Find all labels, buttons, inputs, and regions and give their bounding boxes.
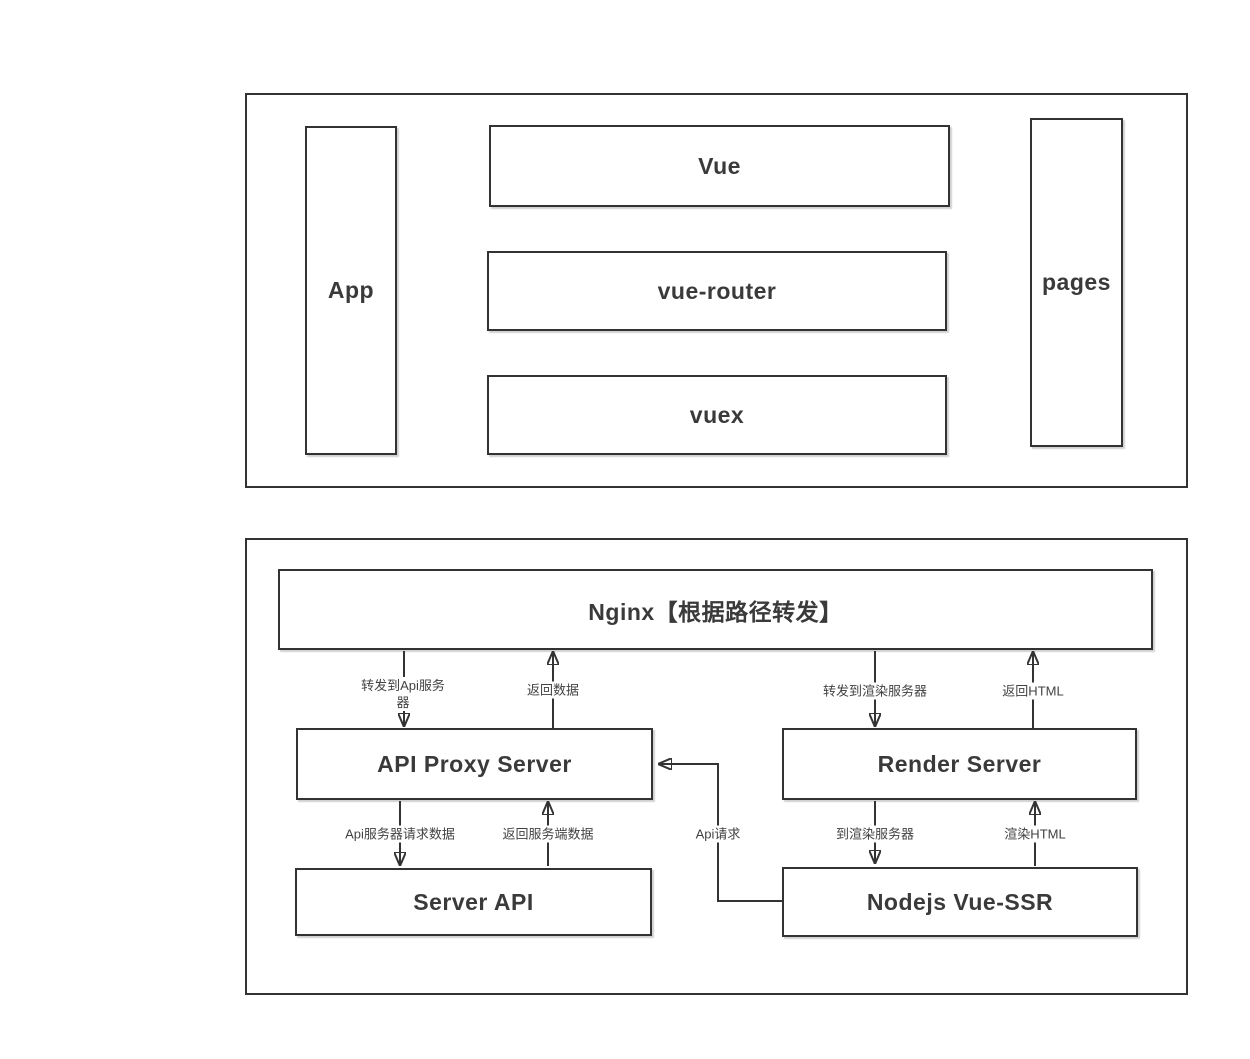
vue-box: Vue xyxy=(489,125,950,207)
label-to-render-server: 到渲染服务器 xyxy=(833,825,917,843)
pages-box: pages xyxy=(1030,118,1123,447)
label-api-request: Api请求 xyxy=(693,825,743,843)
vue-box-label: Vue xyxy=(698,152,741,179)
label-forward-to-api: 转发到Api服务器 xyxy=(357,677,449,711)
label-forward-to-render: 转发到渲染服务器 xyxy=(820,682,930,700)
label-api-server-request-data: Api服务器请求数据 xyxy=(343,825,457,843)
render-server-box: Render Server xyxy=(782,728,1137,800)
api-proxy-server-label: API Proxy Server xyxy=(377,750,572,777)
pages-box-label: pages xyxy=(1042,269,1111,295)
label-return-data: 返回数据 xyxy=(524,681,582,699)
app-box-label: App xyxy=(327,277,375,303)
nodejs-vue-ssr-box: Nodejs Vue-SSR xyxy=(782,867,1138,937)
render-server-label: Render Server xyxy=(877,750,1042,777)
vuex-box-label: vuex xyxy=(689,401,745,428)
app-box: App xyxy=(305,126,397,455)
label-return-html: 返回HTML xyxy=(1000,682,1066,700)
vue-router-box: vue-router xyxy=(487,251,947,331)
nginx-box: Nginx【根据路径转发】 xyxy=(278,569,1153,650)
label-return-server-data: 返回服务端数据 xyxy=(500,825,596,843)
server-api-box: Server API xyxy=(295,868,652,936)
api-proxy-server-box: API Proxy Server xyxy=(296,728,653,800)
server-api-label: Server API xyxy=(413,888,534,915)
label-render-html: 渲染HTML xyxy=(1002,825,1068,843)
vuex-box: vuex xyxy=(487,375,947,455)
nodejs-vue-ssr-label: Nodejs Vue-SSR xyxy=(866,888,1054,915)
nginx-box-label: Nginx【根据路径转发】 xyxy=(588,598,843,625)
vue-router-box-label: vue-router xyxy=(657,277,777,304)
